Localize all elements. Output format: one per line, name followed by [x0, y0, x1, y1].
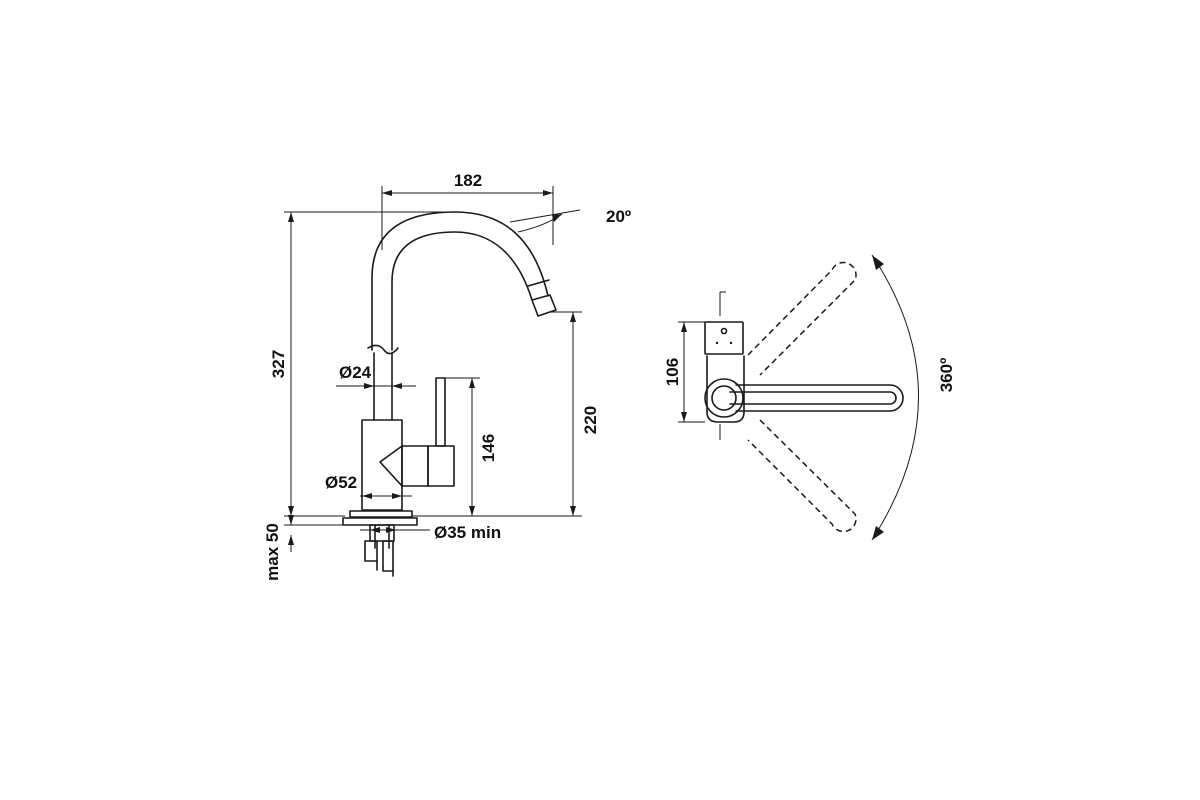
plate-dot-left: [715, 341, 719, 345]
hose-right: [382, 540, 394, 572]
dimension-pipe-diameter: Ø24: [336, 363, 416, 389]
dimension-hole-min: Ø35 min: [360, 523, 501, 542]
base-plate: [349, 510, 413, 518]
dim-base-diameter-label: Ø52: [325, 473, 357, 492]
spout-arm-inner: [729, 391, 897, 405]
dimension-angle-20: 20º: [509, 207, 631, 233]
dimension-rotation-360: 360º: [871, 254, 956, 541]
dimension-outlet-220: 220: [412, 311, 600, 517]
lever-cartridge: [379, 445, 429, 487]
dim-height-total-label: 327: [269, 350, 288, 378]
faucet-side-view: [342, 211, 557, 577]
dim-rotation-label: 360º: [937, 358, 956, 393]
lever-hub: [427, 445, 455, 487]
pipe-break-line: [367, 344, 399, 355]
spout-arm-outer: [735, 384, 904, 412]
dimension-lever-146: 146: [445, 377, 498, 516]
body-ring-inner: [711, 385, 737, 411]
top-body-outline: [706, 355, 745, 423]
plate-marker: [720, 327, 728, 335]
top-base-plate: [704, 321, 744, 355]
dimension-height-327: 327: [269, 211, 455, 517]
dimension-depth-106: 106: [663, 321, 705, 423]
dimension-width-182: 182: [381, 171, 554, 250]
dimension-base-diameter: Ø52: [325, 473, 412, 499]
mounting-nut: [369, 524, 395, 542]
spout-inner: [391, 231, 533, 351]
spout-nozzle: [531, 294, 557, 317]
hose-left: [364, 540, 378, 562]
dim-outlet-height-label: 220: [581, 406, 600, 434]
nozzle-ring: [527, 279, 550, 287]
dim-lever-height-label: 146: [479, 434, 498, 462]
dim-hole-min-label: Ø35 min: [434, 523, 501, 542]
lever-handle: [435, 377, 446, 447]
dimension-max-thickness: max 50: [263, 510, 345, 581]
dim-pipe-diameter-label: Ø24: [339, 363, 372, 382]
dim-angle-label: 20º: [606, 207, 631, 226]
body-ring-outer: [704, 378, 744, 418]
spout-rotated-up: [747, 261, 857, 376]
plate-dot-right: [729, 341, 733, 345]
dim-width-label: 182: [454, 171, 482, 190]
faucet-top-view: [704, 261, 904, 533]
spout-rotated-down: [747, 419, 857, 533]
dim-depth-label: 106: [663, 358, 682, 386]
countertop-washer: [342, 517, 418, 526]
dim-max-thickness-label: max 50: [263, 523, 282, 581]
rotation-arc: [871, 254, 919, 541]
